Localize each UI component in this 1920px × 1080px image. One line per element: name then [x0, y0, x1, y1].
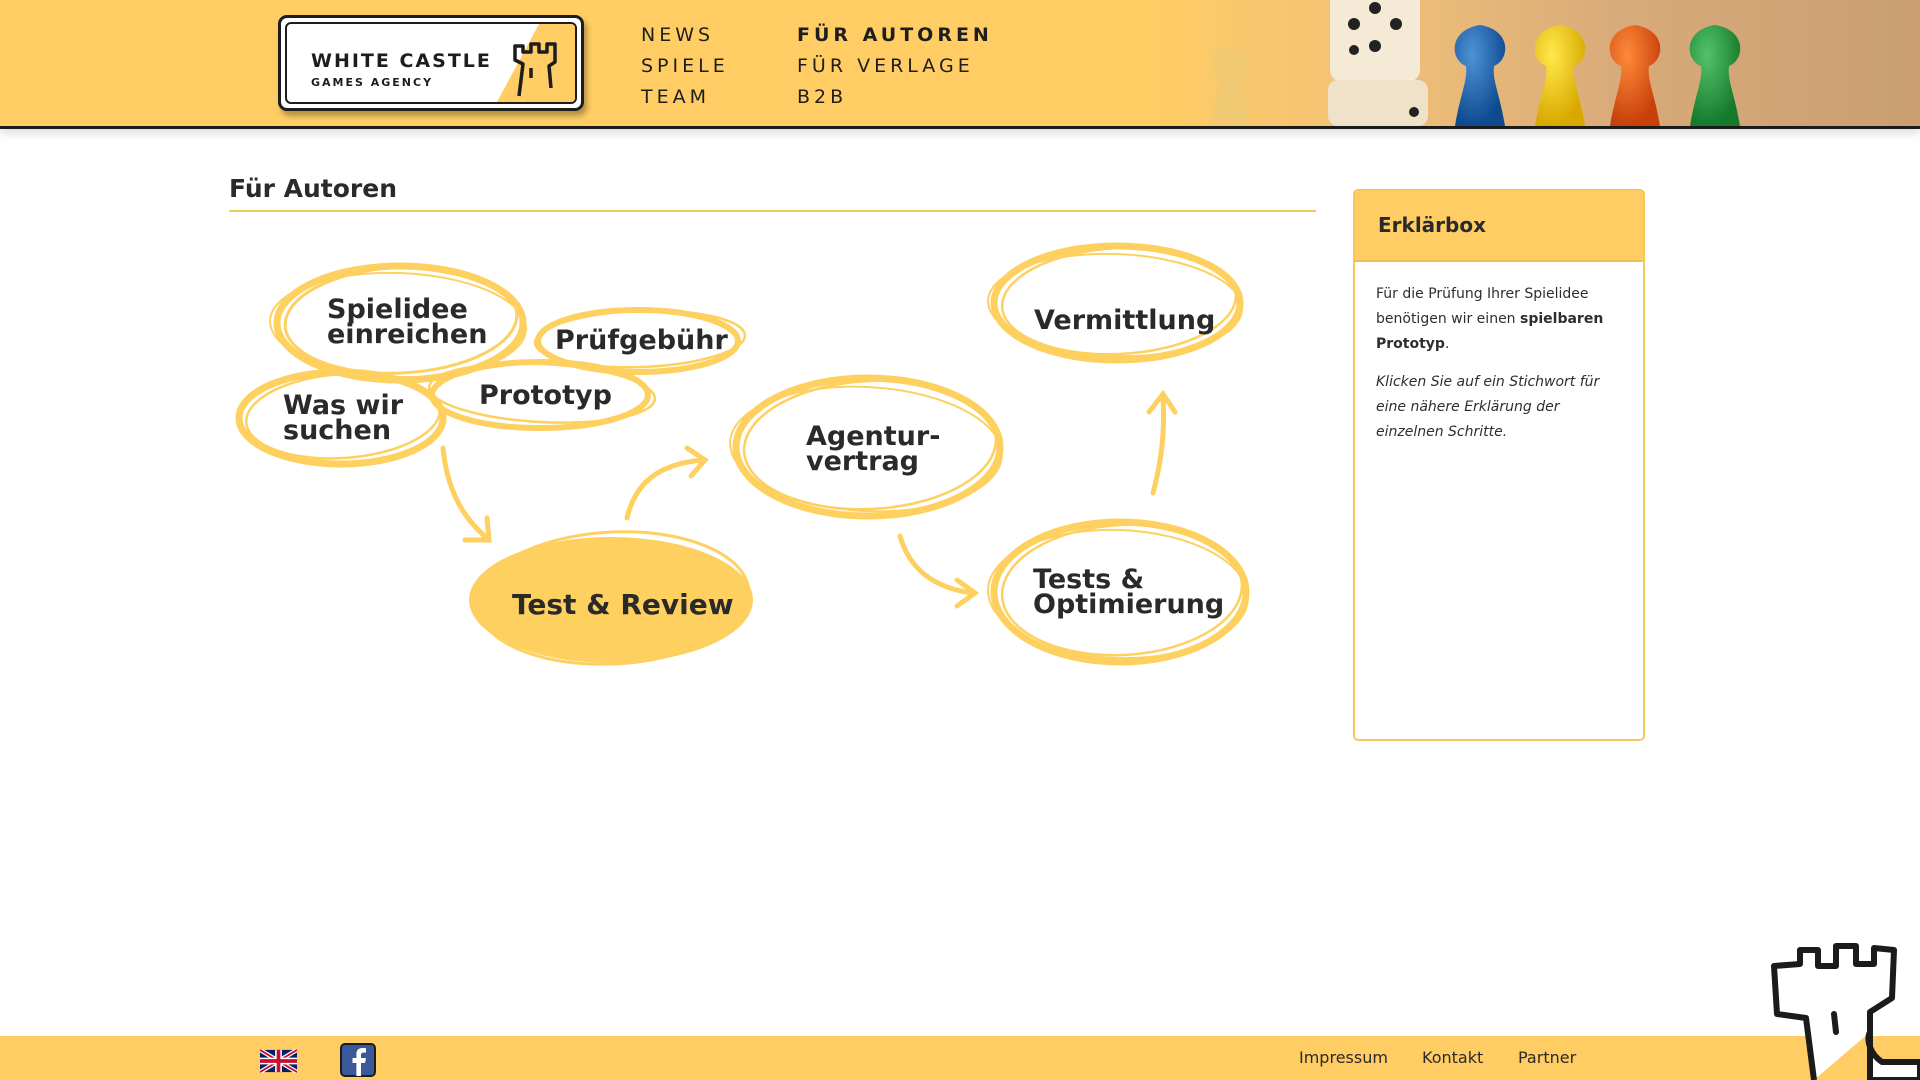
nav-b2b[interactable]: B2B	[797, 86, 848, 108]
process-diagram-graphic	[235, 242, 1250, 666]
footer-link-partner[interactable]: Partner	[1518, 1048, 1577, 1067]
site-footer: Impressum Kontakt Partner	[0, 1036, 1920, 1080]
explanation-box: Erklärbox Für die Prüfung Ihrer Spielide…	[1353, 189, 1645, 741]
explanation-text: Für die Prüfung Ihrer Spielidee benötige…	[1376, 282, 1621, 357]
step-vermittlung[interactable]: Vermittlung	[1034, 305, 1216, 336]
footer-link-kontakt[interactable]: Kontakt	[1422, 1048, 1484, 1067]
title-divider	[229, 210, 1316, 212]
main-nav-primary: NEWS SPIELE TEAM	[641, 20, 729, 113]
footer-link-impressum[interactable]: Impressum	[1299, 1048, 1388, 1067]
step-pruefgebuehr[interactable]: Prüfgebühr	[555, 325, 728, 356]
site-logo[interactable]: WHITE CASTLE GAMES AGENCY	[278, 15, 584, 111]
step-prototyp[interactable]: Prototyp	[479, 380, 612, 411]
explanation-highlight: spielbaren Prototyp	[1376, 311, 1604, 352]
logo-subtitle: GAMES AGENCY	[311, 76, 434, 89]
step-spielidee[interactable]: Spielidee einreichen	[327, 294, 488, 350]
main-nav-secondary: FÜR AUTOREN FÜR VERLAGE B2B	[797, 20, 993, 113]
explanation-box-content: Für die Prüfung Ihrer Spielidee benötige…	[1355, 262, 1643, 445]
step-was-wir-suchen[interactable]: Was wir suchen	[283, 390, 404, 446]
castle-tower-icon	[1771, 943, 1920, 1080]
uk-flag-icon[interactable]	[260, 1049, 297, 1073]
arrow-to-test-review	[440, 445, 492, 543]
game-pieces-banner-image	[1150, 0, 1920, 126]
bubble-outline-agenturvertrag	[729, 374, 1004, 520]
step-tests-optimierung[interactable]: Tests & Optimierung	[1033, 564, 1225, 620]
facebook-icon[interactable]	[340, 1043, 376, 1077]
explanation-text-end: .	[1444, 336, 1450, 352]
site-header: WHITE CASTLE GAMES AGENCY NEWS SPIELE TE…	[0, 0, 1920, 129]
arrow-to-vermittlung	[1146, 389, 1178, 496]
castle-logo-icon	[497, 24, 575, 102]
nav-team[interactable]: TEAM	[641, 86, 711, 108]
nav-news[interactable]: NEWS	[641, 24, 715, 46]
explanation-box-title: Erklärbox	[1355, 191, 1643, 262]
arrow-to-tests-optimierung	[897, 533, 980, 609]
bubble-outline-was-wir-suchen	[235, 368, 447, 468]
nav-fuer-verlage[interactable]: FÜR VERLAGE	[797, 55, 974, 77]
explanation-hint: Klicken Sie auf ein Stichwort für eine n…	[1376, 374, 1600, 440]
process-diagram: Spielidee einreichen Prüfgebühr Was wir …	[225, 228, 1265, 688]
nav-fuer-autoren[interactable]: FÜR AUTOREN	[797, 24, 993, 46]
logo-frame: WHITE CASTLE GAMES AGENCY	[285, 22, 577, 104]
step-agenturvertrag[interactable]: Agentur- vertrag	[806, 421, 941, 477]
bubble-outline-tests-optimierung	[987, 518, 1250, 666]
bubble-fill-test-review	[469, 530, 753, 666]
step-test-review[interactable]: Test & Review	[512, 588, 734, 621]
page-title: Für Autoren	[229, 174, 398, 203]
arrow-to-agenturvertrag	[624, 445, 709, 521]
bubble-outline-vermittlung	[987, 242, 1244, 364]
logo-title: WHITE CASTLE	[311, 50, 492, 72]
nav-spiele[interactable]: SPIELE	[641, 55, 729, 77]
bubble-outline-pruefgebuehr	[533, 307, 747, 375]
explanation-text-start: Für die Prüfung Ihrer Spielidee benötige…	[1376, 286, 1589, 327]
